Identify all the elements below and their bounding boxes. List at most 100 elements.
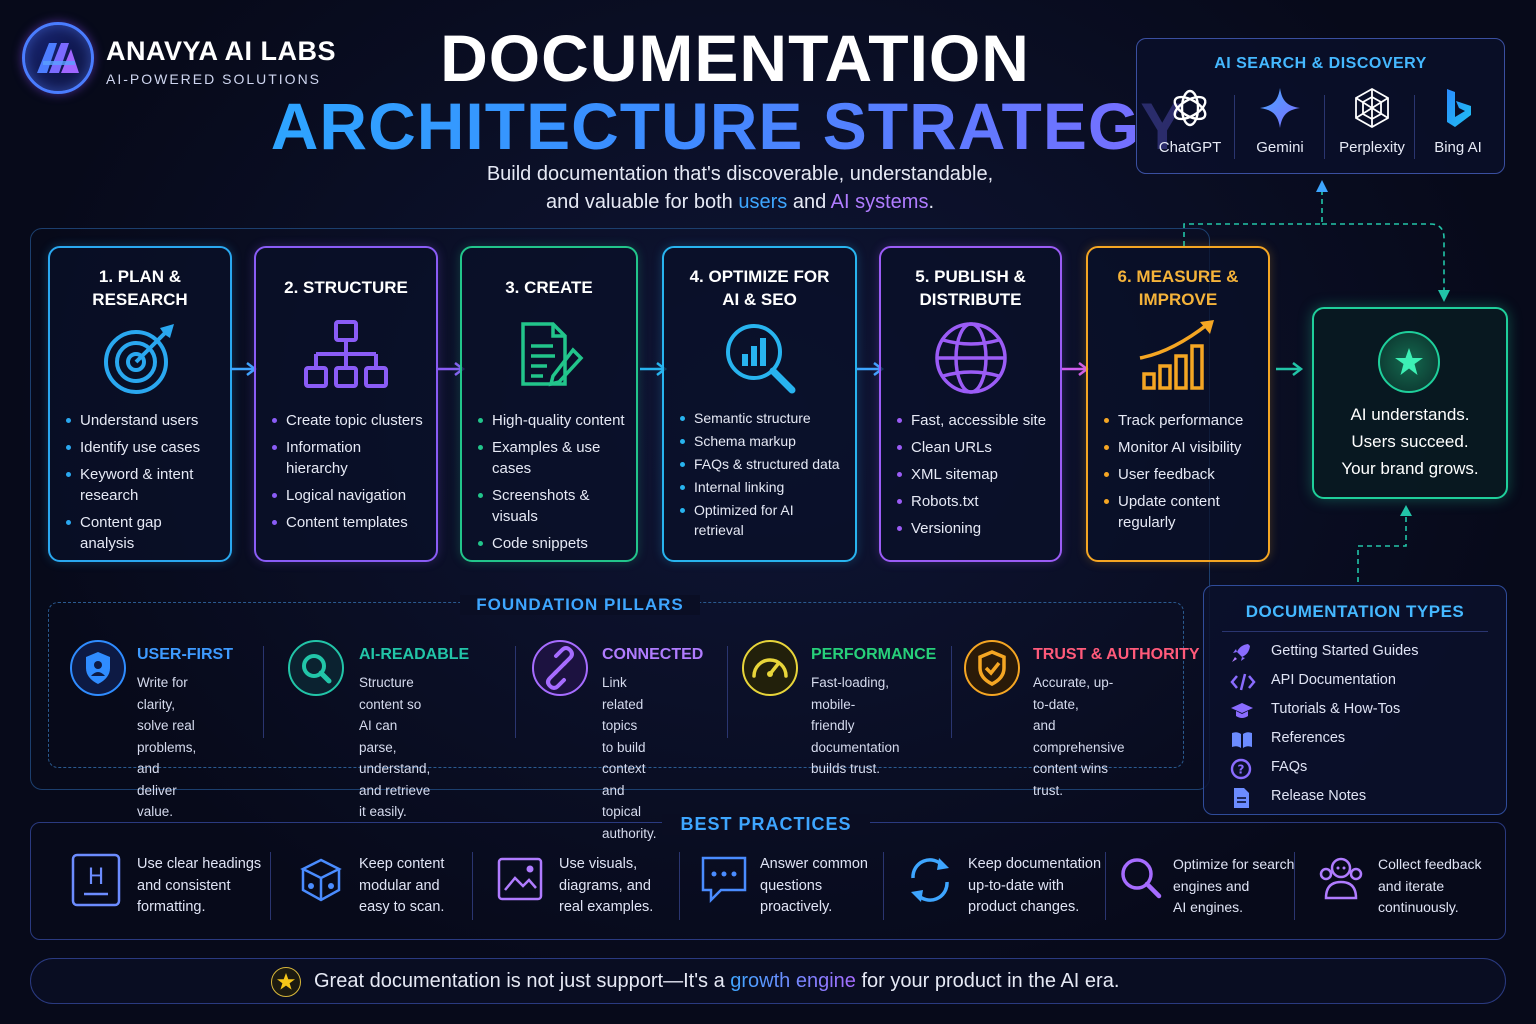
doctype-label: Getting Started Guides [1271, 643, 1419, 659]
book-icon [1232, 732, 1252, 748]
divider [263, 646, 264, 738]
subtitle-line2: and valuable for both users and AI syste… [440, 188, 1040, 216]
pillar-line: Link related topics [602, 675, 644, 733]
search-icon [1121, 858, 1162, 899]
divider [883, 852, 884, 920]
list-item: Screenshots & visuals [476, 485, 626, 527]
bp-line: Use clear headings [137, 856, 262, 872]
footer-part: Great documentation is not just support—… [314, 970, 731, 992]
bp-line: and consistent [137, 877, 231, 894]
bp-line: Collect feedback [1378, 856, 1482, 872]
divider [472, 852, 473, 920]
page-subtitle: Build documentation that's discoverable,… [440, 160, 1040, 216]
step-title: 2. STRUCTURE [284, 278, 408, 297]
step-create: 3. CREATE High-quality content Examples … [460, 246, 638, 562]
step-publish: 5. PUBLISH &DISTRIBUTE Fast, accessible … [879, 246, 1062, 562]
divider [1414, 95, 1415, 159]
step-title-line: 4. OPTIMIZE FOR [689, 267, 830, 286]
outcome-line: Users succeed. [1351, 432, 1469, 451]
shield-check-icon [964, 640, 1020, 696]
list-item: Schema markup [678, 431, 845, 451]
pillar-description: Fast-loading, mobile-friendly documentat… [811, 672, 900, 780]
code-icon [1230, 673, 1256, 691]
list-item: Identify use cases [64, 437, 220, 458]
step-title-line: RESEARCH [92, 290, 188, 309]
ai-search-panel: AI SEARCH & DISCOVERY ChatGPT Gemini Per… [1136, 38, 1505, 174]
divider [1294, 852, 1295, 920]
subtitle-text: and valuable for both [545, 191, 739, 213]
bp-line: real examples. [559, 899, 654, 915]
list-item: Examples & use cases [476, 437, 626, 479]
footer-text: Great documentation is not just support—… [314, 970, 1119, 993]
divider [727, 646, 728, 738]
brand-logo [22, 22, 94, 94]
pillar-name: TRUST & AUTHORITY [1033, 646, 1200, 663]
pillar-line: Structure content so [359, 675, 422, 712]
divider [951, 646, 952, 738]
step-title-line: 1. PLAN & [98, 267, 182, 286]
divider [1105, 852, 1106, 920]
outcome-line: AI understands. [1350, 405, 1470, 424]
perplexity-icon [1355, 87, 1389, 129]
step-list: Semantic structure Schema markup FAQs & … [678, 408, 845, 543]
pillar-line: Fast-loading, mobile- [811, 675, 890, 712]
bp-line: Keep content [359, 856, 445, 872]
bing-icon [1447, 89, 1471, 127]
doctype-label: Tutorials & How-Tos [1271, 701, 1401, 717]
link-icon [532, 640, 588, 696]
gemini-icon [1260, 88, 1300, 128]
list-item: Create topic clusters [270, 410, 426, 431]
divider [1324, 95, 1325, 159]
footer-highlight: growth engine [730, 970, 856, 992]
step-structure: 2. STRUCTURE Create topic clusters Infor… [254, 246, 438, 562]
pillar-line: and deliver value. [137, 761, 177, 819]
bp-line: Use visuals, [559, 856, 638, 872]
page-title-line2: ARCHITECTURE STRATEGY [0, 88, 1456, 164]
list-item: Content templates [270, 512, 426, 533]
pillar-line: content wins trust. [1033, 761, 1109, 798]
list-item: Versioning [895, 518, 1050, 539]
step-title: 1. PLAN & RESEARCH [50, 265, 230, 311]
growth-chart-icon [1139, 320, 1214, 390]
foundation-pillars-title: FOUNDATION PILLARS [460, 595, 700, 615]
step-plan-research: 1. PLAN & RESEARCH Understand users Ident… [48, 246, 232, 562]
heading-icon: H [71, 853, 121, 907]
pillar-name: USER-FIRST [137, 646, 233, 663]
list-item: Monitor AI visibility [1102, 437, 1258, 458]
step-title: 3. CREATE [505, 278, 593, 297]
list-item: Keyword & intent research [64, 464, 220, 506]
ai-item-label: Gemini [1256, 139, 1304, 156]
shield-user-icon [70, 640, 126, 696]
bp-line: product changes. [968, 899, 1080, 915]
bp-line: AI engines. [1173, 899, 1244, 915]
pillar-line: friendly documentation [811, 718, 900, 755]
pillar-line: Write for clarity, [137, 675, 188, 712]
target-icon [104, 324, 174, 394]
outcome-card: AI understands. Users succeed. Your bran… [1312, 307, 1508, 499]
magnifier-icon [288, 640, 344, 696]
list-item: Robots.txt [895, 491, 1050, 512]
pillar-line: and retrieve it easily. [359, 782, 431, 820]
step-title-line: IMPROVE [1138, 290, 1218, 309]
pillar-line: to build context and [602, 739, 646, 798]
step-list: Understand users Identify use cases Keyw… [64, 410, 220, 560]
users-icon [1319, 857, 1363, 900]
bp-line: Optimize for search [1173, 856, 1295, 872]
brand-tagline: AI-POWERED SOLUTIONS [106, 71, 322, 87]
list-item: Fast, accessible site [895, 410, 1050, 431]
step-title-line: 6. MEASURE & [1117, 267, 1239, 286]
step-title-line: DISTRIBUTE [919, 290, 1022, 309]
subtitle-end: . [928, 191, 935, 213]
list-item: Track performance [1102, 410, 1258, 431]
